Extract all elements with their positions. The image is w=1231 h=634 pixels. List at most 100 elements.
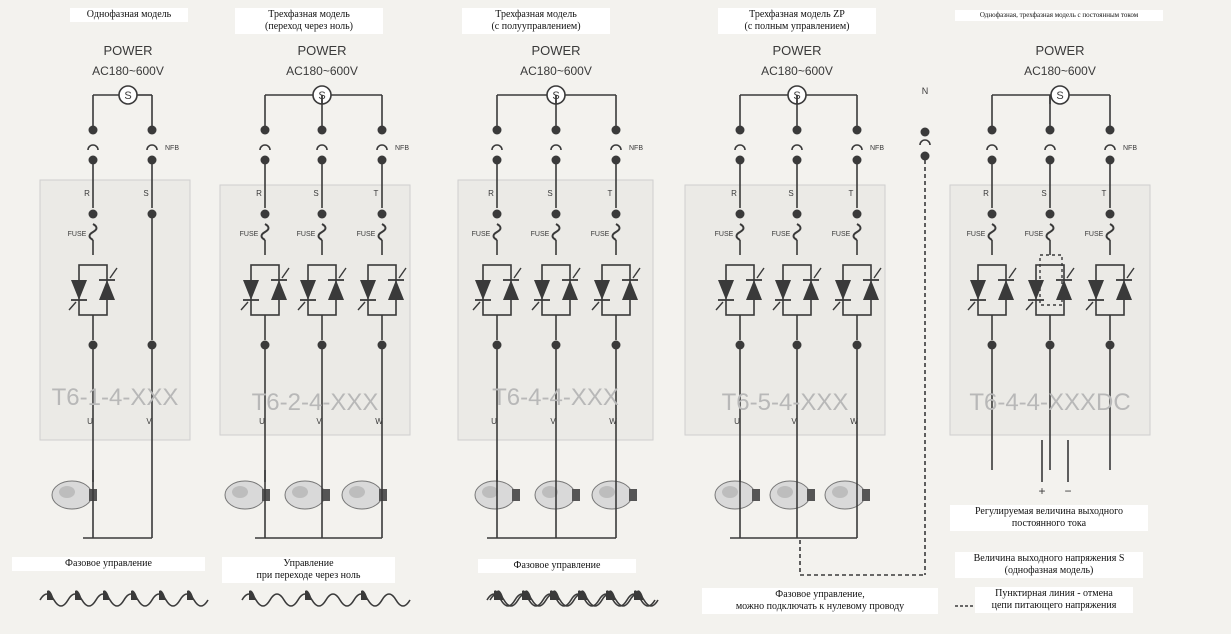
fuse-symbol [1045, 223, 1055, 241]
dc-minus: − [1064, 484, 1071, 498]
model-name: T6-2-4-XXX [252, 389, 379, 416]
lamp-load [714, 480, 760, 510]
terminal-in-label: T [608, 189, 613, 198]
thyristor-pair [832, 264, 882, 316]
header-three-phase-half-control: Трехфазная модель (с полууправлением) [462, 8, 610, 34]
waveform-fill [525, 590, 532, 600]
terminal-dot [611, 209, 621, 219]
fuse-label: FUSE [357, 231, 376, 238]
terminal-dot [260, 209, 270, 219]
breaker-arc [1104, 144, 1116, 151]
terminal-dot [317, 155, 327, 165]
terminal-in-label: R [731, 189, 737, 198]
terminal-in-label: T [374, 189, 379, 198]
terminal-dot [792, 340, 802, 350]
dc-plus: + [1038, 484, 1045, 498]
power-source-symbol: S [1056, 90, 1063, 102]
breaker-arc [87, 144, 99, 151]
header-single-phase: Однофазная модель [70, 8, 188, 22]
thyristor-pair [715, 264, 765, 316]
terminal-dot [377, 155, 387, 165]
waveform-fill [75, 590, 82, 600]
terminal-dot [492, 340, 502, 350]
model-name: T6-5-4-XXX [722, 389, 849, 416]
terminal-dot [88, 155, 98, 165]
terminal-dot [317, 340, 327, 350]
terminal-dot [1045, 125, 1055, 135]
terminal-dot [88, 125, 98, 135]
fuse-symbol [377, 223, 387, 241]
fuse-symbol [1105, 223, 1115, 241]
terminal-in-label: T [849, 189, 854, 198]
footer-zero-cross: Управление при переходе через ноль [222, 557, 395, 583]
terminal-in-label: R [983, 189, 989, 198]
power-title: POWER [103, 43, 152, 58]
lamp-load [224, 480, 270, 510]
thyristor-pair [591, 264, 641, 316]
fuse-symbol [492, 223, 502, 241]
terminal-in-label: S [1041, 189, 1046, 198]
thyristor-pair [1085, 264, 1135, 316]
fuse-symbol [260, 223, 270, 241]
terminal-dot [987, 340, 997, 350]
terminal-out-label: U [734, 417, 740, 426]
breaker-arc [146, 144, 158, 151]
waveform-fill [131, 590, 138, 600]
terminal-dot [551, 125, 561, 135]
terminal-dot [792, 125, 802, 135]
terminal-dot [88, 340, 98, 350]
fuse-label: FUSE [772, 231, 791, 238]
fuse-label: FUSE [531, 231, 550, 238]
breaker-arc [1044, 144, 1056, 151]
header-three-phase-zero-cross: Трехфазная модель (переход через ноль) [235, 8, 383, 34]
terminal-dot [792, 155, 802, 165]
breaker-arc [316, 144, 328, 151]
terminal-out-label: V [550, 417, 556, 426]
fuse-label: FUSE [832, 231, 851, 238]
module-panel [39, 179, 191, 441]
terminal-dot [260, 340, 270, 350]
lamp-load [474, 480, 520, 510]
waveform-fill [47, 590, 54, 600]
terminal-dot [260, 155, 270, 165]
terminal-dot [1045, 209, 1055, 219]
breaker-arc [491, 144, 503, 151]
waveform-fill [497, 590, 504, 600]
nfb-label: NFB [395, 145, 409, 152]
lamp-load [824, 480, 870, 510]
fuse-symbol [987, 223, 997, 241]
fuse-symbol [317, 223, 327, 241]
waveform-fill [609, 590, 616, 600]
terminal-dot [735, 209, 745, 219]
terminal-dot [987, 125, 997, 135]
waveform-fill [305, 590, 312, 600]
terminal-dot [492, 209, 502, 219]
terminal-dot [792, 209, 802, 219]
terminal-dot [611, 155, 621, 165]
fuse-label: FUSE [1025, 231, 1044, 238]
fuse-symbol [792, 223, 802, 241]
terminal-in-label: T [1102, 189, 1107, 198]
fuse-label: FUSE [1085, 231, 1104, 238]
breaker-arc [791, 144, 803, 151]
power-title: POWER [772, 43, 821, 58]
terminal-out-label: U [259, 417, 265, 426]
fuse-label: FUSE [591, 231, 610, 238]
note-dc-output: Регулируемая величина выходного постоянн… [950, 505, 1148, 531]
terminal-out-label: V [316, 417, 322, 426]
nfb-label: NFB [629, 145, 643, 152]
terminal-out-label: V [146, 417, 152, 426]
footer-zp: Фазовое управление, можно подключать к н… [702, 588, 938, 614]
terminal-dot [1105, 340, 1115, 350]
terminal-dot [317, 125, 327, 135]
terminal-out-label: W [850, 417, 858, 426]
power-voltage: AC180~600V [92, 64, 164, 78]
terminal-dot [551, 209, 561, 219]
breaker-arc [734, 144, 746, 151]
module-panel [684, 184, 886, 436]
terminal-dot [1105, 209, 1115, 219]
waveform-zero-cross [241, 593, 411, 607]
terminal-dot [852, 155, 862, 165]
thyristor-pair [967, 264, 1017, 316]
